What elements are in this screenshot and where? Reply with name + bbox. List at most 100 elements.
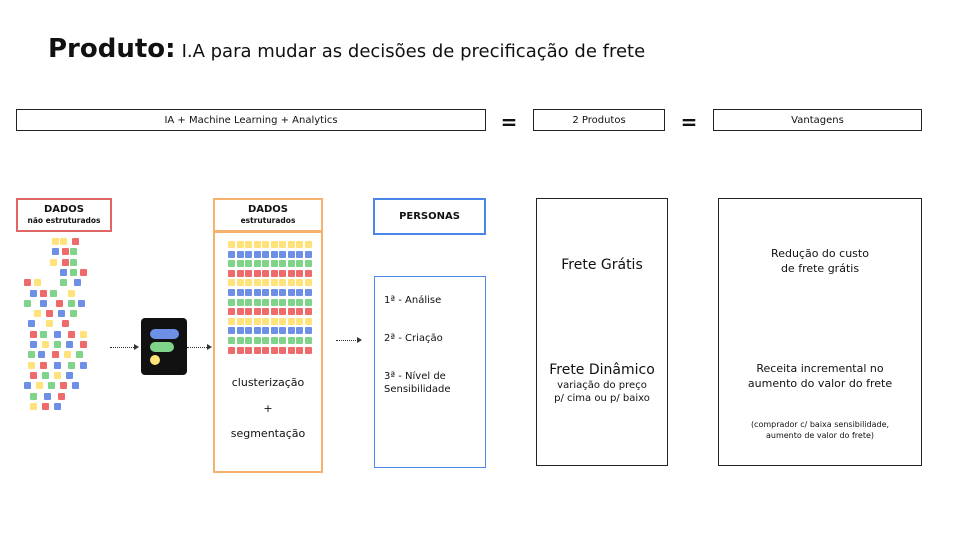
- arrow-3-head: [357, 337, 362, 343]
- data-square: [296, 289, 303, 296]
- process-step-segmentacao: segmentação: [230, 427, 306, 440]
- data-square: [236, 346, 244, 354]
- data-square: [80, 330, 87, 338]
- frete-dinamico-desc-1: variação do preço: [557, 380, 647, 391]
- dados-nao-subtitle: não estruturados: [27, 216, 101, 225]
- vantagem-2-line-2: aumento do valor do frete: [747, 377, 893, 390]
- data-square: [236, 289, 244, 296]
- data-square: [228, 317, 235, 325]
- data-square: [262, 289, 269, 296]
- persona-item-analise: 1ª - Análise: [384, 295, 442, 306]
- vantagens-panel: Redução do custo de frete grátis Receita…: [718, 198, 922, 466]
- data-square: [253, 289, 261, 296]
- data-square: [270, 308, 278, 316]
- data-square: [50, 258, 57, 266]
- data-square: [253, 260, 261, 268]
- data-square: [60, 382, 67, 390]
- data-square: [236, 250, 244, 258]
- dados-nao-title: DADOS: [43, 204, 85, 215]
- data-square: [245, 279, 252, 287]
- data-square: [72, 238, 79, 245]
- title-subtitle: I.A para mudar as decisões de precificaç…: [181, 41, 646, 62]
- data-square: [58, 392, 65, 400]
- data-square: [74, 279, 81, 287]
- data-square: [245, 241, 252, 248]
- data-square: [304, 317, 312, 325]
- data-square: [253, 279, 261, 287]
- persona-item-criacao: 2ª - Criação: [384, 333, 443, 344]
- data-square: [228, 269, 235, 277]
- top-box-produtos: 2 Produtos: [533, 109, 665, 131]
- data-square: [245, 308, 252, 316]
- data-square: [236, 317, 244, 325]
- data-square: [70, 268, 77, 276]
- data-square: [304, 337, 312, 344]
- data-square: [253, 250, 261, 258]
- data-square: [296, 317, 303, 325]
- data-square: [279, 269, 286, 277]
- data-square: [296, 346, 303, 354]
- data-square: [58, 310, 65, 318]
- data-square: [72, 382, 79, 390]
- personas-title: PERSONAS: [399, 210, 460, 222]
- data-square: [304, 250, 312, 258]
- data-square: [24, 382, 31, 390]
- data-square: [296, 279, 303, 287]
- data-square: [30, 392, 37, 400]
- data-square: [304, 241, 312, 248]
- data-square: [30, 371, 37, 379]
- data-square: [262, 298, 269, 306]
- arrow-1-head: [134, 344, 139, 350]
- data-square: [28, 320, 35, 328]
- data-square: [44, 392, 51, 400]
- analytics-app-logo-icon: [141, 318, 187, 375]
- data-square: [34, 310, 41, 318]
- data-square: [46, 310, 53, 318]
- data-square: [270, 317, 278, 325]
- data-square: [279, 250, 286, 258]
- data-square: [270, 289, 278, 296]
- data-square: [76, 351, 83, 359]
- data-square: [50, 289, 57, 297]
- frete-dinamico-desc-2: p/ cima ou p/ baixo: [554, 393, 650, 404]
- data-square: [287, 298, 295, 306]
- data-square: [52, 238, 59, 245]
- data-square: [228, 289, 235, 296]
- data-square: [54, 361, 61, 369]
- equals-sign-1: =: [500, 110, 518, 134]
- data-square: [296, 269, 303, 277]
- data-square: [296, 250, 303, 258]
- data-square: [296, 260, 303, 268]
- data-square: [279, 279, 286, 287]
- data-square: [253, 317, 261, 325]
- data-square: [304, 269, 312, 277]
- data-square: [40, 299, 47, 307]
- dados-est-title: DADOS: [247, 204, 289, 215]
- arrow-2-head: [207, 344, 212, 350]
- data-square: [296, 241, 303, 248]
- data-square: [228, 308, 235, 316]
- data-square: [236, 337, 244, 344]
- data-square: [296, 308, 303, 316]
- data-square: [304, 298, 312, 306]
- data-square: [42, 371, 49, 379]
- data-square: [24, 279, 31, 287]
- page-title: Produto:I.A para mudar as decisões de pr…: [48, 34, 645, 64]
- data-square: [287, 346, 295, 354]
- data-square: [54, 371, 61, 379]
- data-square: [245, 337, 252, 344]
- data-square: [54, 341, 61, 348]
- produto-frete-dinamico: Frete Dinâmico: [549, 362, 655, 378]
- data-square: [245, 260, 252, 268]
- data-square: [64, 351, 71, 359]
- logo-glyph-icon: [150, 329, 179, 365]
- data-square: [253, 308, 261, 316]
- data-square: [253, 337, 261, 344]
- data-square: [28, 361, 35, 369]
- structured-data-grid: [228, 241, 313, 359]
- data-square: [304, 289, 312, 296]
- data-square: [30, 330, 37, 338]
- arrow-3-line: [336, 340, 358, 341]
- data-square: [60, 238, 67, 245]
- data-square: [287, 250, 295, 258]
